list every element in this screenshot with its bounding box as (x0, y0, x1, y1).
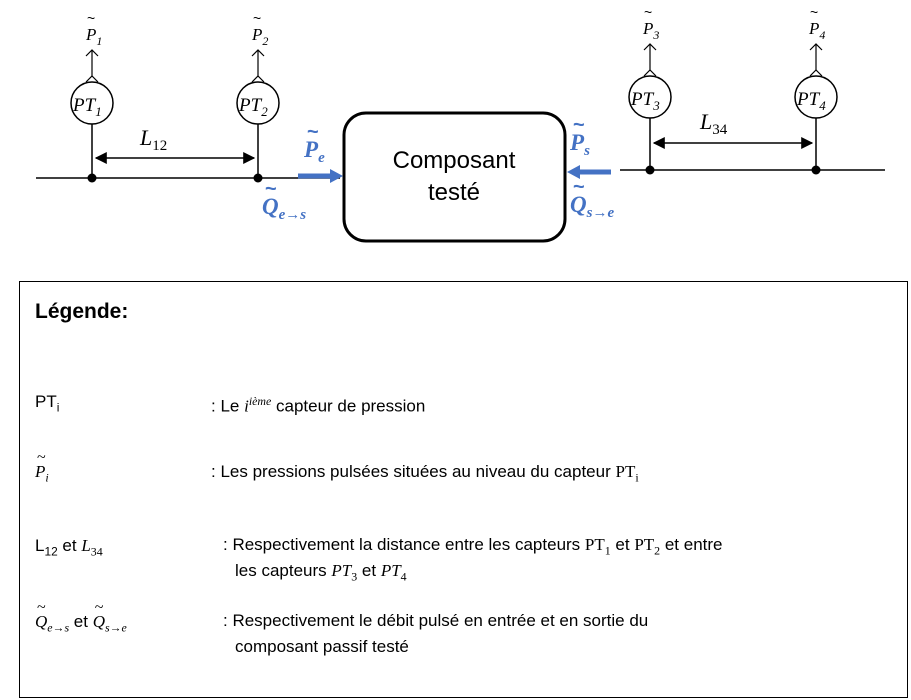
svg-text:L34: L34 (699, 109, 728, 138)
svg-text:Ps: Ps (569, 130, 590, 159)
legend-symbol-pti: PTi (35, 392, 60, 415)
distance-l34: L34 (652, 109, 814, 149)
legend-desc-l-line1: : Respectivement la distance entre les c… (223, 535, 723, 558)
legend-desc-q-line2: composant passif testé (235, 637, 409, 656)
svg-text:P4: P4 (808, 19, 825, 42)
svg-text:~: ~ (307, 121, 319, 143)
legend-desc-q-line1: : Respectivement le débit pulsé en entré… (223, 611, 649, 630)
svg-text:PT3: PT3 (630, 89, 660, 113)
svg-text:~: ~ (253, 10, 261, 26)
svg-text:Qe→s: Qe→s (262, 194, 306, 223)
svg-text:~: ~ (810, 4, 818, 20)
svg-text:PT1: PT1 (72, 95, 102, 119)
svg-text:Pe: Pe (303, 137, 325, 166)
legend-desc-pi: : Les pressions pulsées situées au nivea… (211, 462, 639, 485)
component-label-line2: testé (428, 179, 480, 206)
component-label-line1: Composant (393, 147, 516, 174)
svg-text:~: ~ (573, 114, 585, 136)
tested-component: Composant testé (342, 111, 567, 243)
legend-box: Légende: PTi : Le iième capteur de press… (19, 281, 908, 698)
legend-title: Légende: (35, 300, 129, 323)
legend-symbol-q: Qe→s et Qs→e (35, 599, 127, 635)
legend-symbol-l: L12 et L34 (35, 536, 103, 559)
svg-text:~: ~ (265, 178, 277, 200)
legend-symbol-pi: Pi (35, 449, 49, 485)
distance-l12: L12 (94, 125, 256, 164)
svg-text:P2: P2 (251, 25, 268, 48)
sensor-pt1: PT1 P1 ~ (70, 10, 114, 183)
outlet-flow: Ps ~ Qs→e ~ (567, 114, 614, 221)
svg-text:~: ~ (644, 4, 652, 20)
svg-text:PT4: PT4 (796, 89, 826, 113)
legend-desc-pti: : Le iième capteur de pression (211, 394, 426, 416)
sensor-pt4: PT4 P4 ~ (794, 4, 838, 175)
test-bench-diagram: PT1 P1 ~ PT2 P2 ~ PT3 P3 ~ PT4 (36, 4, 885, 243)
sensor-pt3: PT3 P3 ~ (628, 4, 672, 175)
svg-text:L12: L12 (139, 125, 167, 154)
svg-text:P3: P3 (642, 19, 659, 42)
svg-text:~: ~ (87, 10, 95, 26)
svg-text:~: ~ (573, 176, 585, 198)
inlet-flow: Pe ~ Qe→s ~ (262, 121, 343, 223)
sensor-pt2: PT2 P2 ~ (236, 10, 280, 183)
svg-text:PT2: PT2 (238, 95, 268, 119)
legend-desc-l-line2: les capteurs PT3 et PT4 (235, 561, 407, 584)
svg-text:Qs→e: Qs→e (570, 192, 614, 221)
svg-text:P1: P1 (85, 25, 102, 48)
